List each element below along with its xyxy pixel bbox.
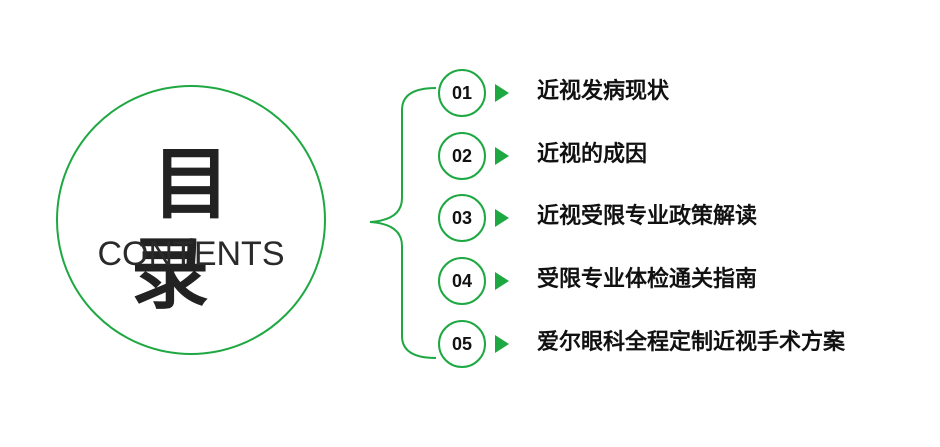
list-item[interactable]: 05 爱尔眼科全程定制近视手术方案 (0, 318, 940, 368)
list-item[interactable]: 04 受限专业体检通关指南 (0, 255, 940, 305)
list-item[interactable]: 01 近视发病现状 (0, 67, 940, 117)
item-number: 04 (438, 257, 486, 305)
item-number: 01 (438, 69, 486, 117)
item-number: 02 (438, 132, 486, 180)
title-circle (56, 85, 326, 355)
play-arrow-icon (495, 147, 509, 165)
list-item[interactable]: 03 近视受限专业政策解读 (0, 192, 940, 242)
play-arrow-icon (495, 272, 509, 290)
play-arrow-icon (495, 84, 509, 102)
item-label: 受限专业体检通关指南 (537, 267, 758, 292)
page-subtitle: CONTENTS (97, 235, 285, 273)
item-label: 爱尔眼科全程定制近视手术方案 (537, 330, 846, 355)
play-arrow-icon (495, 209, 509, 227)
item-number: 05 (438, 320, 486, 368)
item-label: 近视受限专业政策解读 (537, 204, 758, 229)
item-label: 近视的成因 (537, 142, 648, 167)
list-item[interactable]: 02 近视的成因 (0, 130, 940, 180)
item-number: 03 (438, 194, 486, 242)
item-label: 近视发病现状 (537, 79, 670, 104)
page-title: 目 录 (130, 140, 272, 320)
play-arrow-icon (495, 335, 509, 353)
